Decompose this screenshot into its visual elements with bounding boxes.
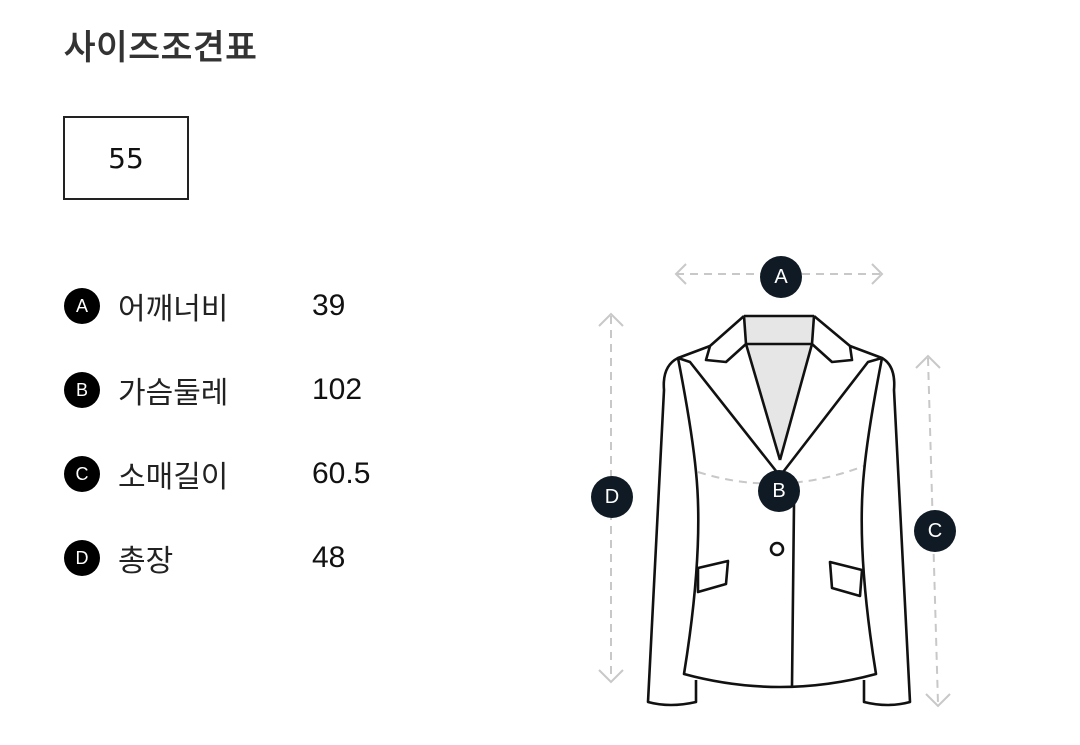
size-option-button[interactable]: 55 <box>63 116 189 200</box>
badge-c-icon: C <box>64 456 100 492</box>
measurement-label: 소매길이 <box>118 460 229 495</box>
measurement-label: 어깨너비 <box>118 292 229 327</box>
marker-c-icon: C <box>914 510 956 552</box>
measurement-row-shoulder: A 어깨너비 39 <box>64 282 345 330</box>
jacket-diagram: A B C D <box>580 250 980 730</box>
badge-d-icon: D <box>64 540 100 576</box>
marker-b-icon: B <box>758 470 800 512</box>
measurement-value: 102 <box>312 373 363 406</box>
measurement-row-chest: B 가슴둘레 102 <box>64 366 362 414</box>
measurement-value: 60.5 <box>312 457 371 490</box>
measurement-value: 39 <box>312 289 346 322</box>
marker-a-icon: A <box>760 256 802 298</box>
size-option-label: 55 <box>108 141 144 175</box>
marker-d-icon: D <box>591 476 633 518</box>
measurement-value: 48 <box>312 541 346 574</box>
measurement-row-length: D 총장 48 <box>64 534 345 582</box>
page-title: 사이즈조견표 <box>64 28 258 68</box>
badge-a-icon: A <box>64 288 100 324</box>
measurement-label: 총장 <box>118 544 174 579</box>
measurement-label: 가슴둘레 <box>118 376 229 411</box>
badge-b-icon: B <box>64 372 100 408</box>
measurement-row-sleeve: C 소매길이 60.5 <box>64 450 370 498</box>
